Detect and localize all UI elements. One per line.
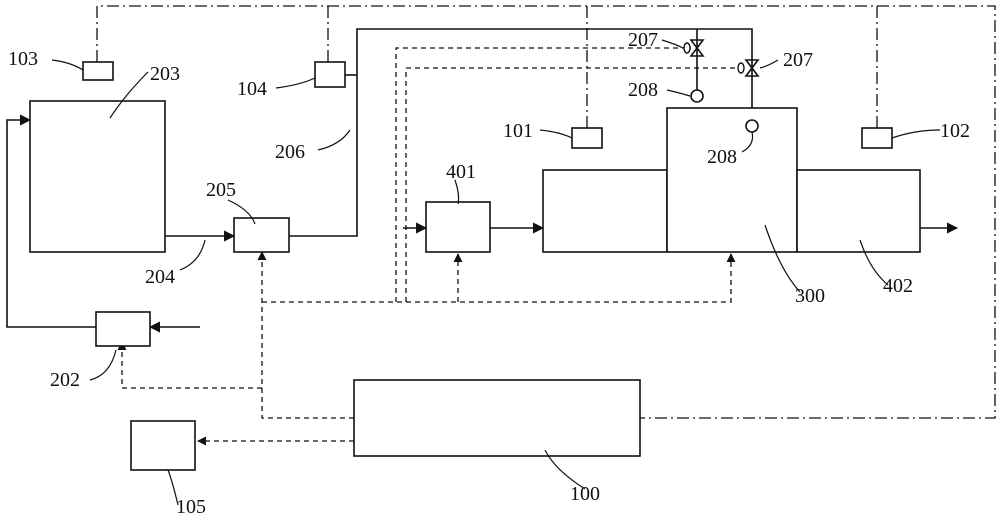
label-208-left: 208 [628, 79, 658, 101]
process-lines [6, 28, 959, 333]
label-103: 103 [8, 48, 38, 70]
label-102: 102 [940, 120, 970, 142]
label-204: 204 [145, 266, 175, 288]
nozzle-icon [745, 119, 759, 133]
sensor-102 [861, 127, 893, 149]
sensor-103 [82, 61, 114, 81]
label-207-left: 207 [628, 29, 658, 51]
label-300: 300 [795, 285, 825, 307]
control-lines [117, 47, 740, 446]
label-104: 104 [237, 78, 267, 100]
valve-icon [737, 59, 760, 77]
signal-lines [96, 5, 996, 419]
sensor-104 [314, 61, 346, 88]
label-205: 205 [206, 179, 236, 201]
label-401: 401 [446, 161, 476, 183]
box-300-left [542, 169, 668, 253]
box-202 [95, 311, 151, 347]
box-401 [425, 201, 491, 253]
nozzle-icon [690, 89, 704, 103]
label-206: 206 [275, 141, 305, 163]
label-402: 402 [883, 275, 913, 297]
label-203: 203 [150, 63, 180, 85]
box-205 [233, 217, 290, 253]
box-105 [130, 420, 196, 471]
box-300-center [666, 107, 798, 253]
valve-icon [683, 39, 705, 57]
label-101: 101 [503, 120, 533, 142]
label-207-right: 207 [783, 49, 813, 71]
leader-lines [51, 39, 941, 506]
label-202: 202 [50, 369, 80, 391]
label-105: 105 [176, 496, 206, 518]
box-203 [29, 100, 166, 253]
label-100: 100 [570, 483, 600, 505]
box-402 [796, 169, 921, 253]
sensor-101 [571, 127, 603, 149]
box-100 [353, 379, 641, 457]
label-208-right: 208 [707, 146, 737, 168]
